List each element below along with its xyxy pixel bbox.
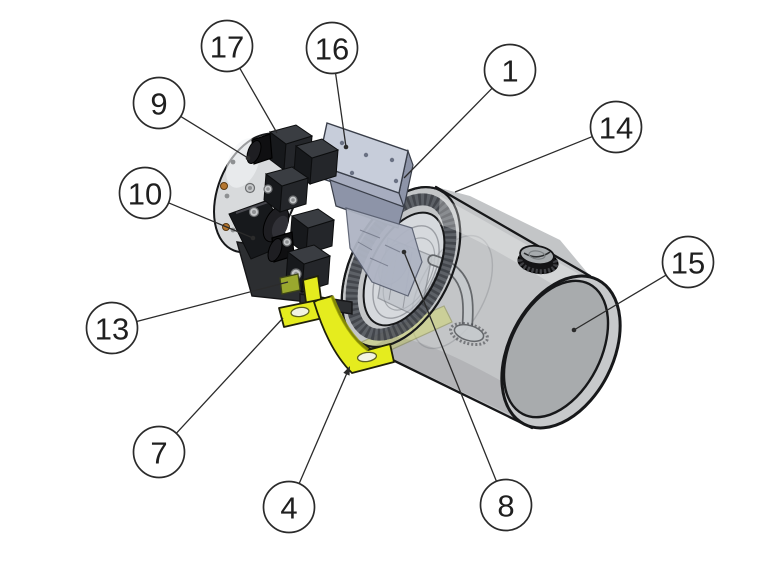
leader-dot-16 (343, 144, 349, 150)
brass-fitting (220, 182, 228, 190)
callout-number: 7 (150, 436, 167, 471)
callout-17: 17 (200, 19, 278, 134)
leader-line-8 (403, 251, 498, 482)
valve-coil (246, 133, 273, 165)
plate-bolt (363, 152, 369, 158)
start-solenoid-ring (271, 215, 289, 239)
leader-line-9 (180, 115, 249, 159)
filler-breather-cap (517, 244, 559, 275)
callout-balloon-1 (483, 43, 537, 97)
fittings-body (345, 207, 423, 297)
coil-face (267, 238, 283, 262)
hex-stud (252, 210, 256, 214)
callout-balloon-16 (305, 21, 359, 75)
callout-14: 14 (454, 100, 643, 193)
callout-balloon-14 (589, 100, 643, 154)
callout-balloon-7 (132, 425, 186, 479)
manifold-top-plate (317, 122, 414, 229)
return-flange-teeth (449, 321, 489, 347)
valve-top-face (294, 138, 340, 159)
clamp-ring-serration (345, 193, 457, 341)
valve-top-face (264, 166, 310, 187)
leader-arrowhead-4 (343, 366, 350, 376)
callout-number: 8 (497, 489, 514, 524)
end-cap-bolt (230, 159, 236, 165)
leader-line-4 (298, 371, 349, 484)
fittings-detail (357, 229, 401, 267)
callout-10: 10 (118, 166, 256, 241)
callout-balloon-15 (661, 235, 715, 289)
callout-number: 1 (501, 54, 518, 89)
solenoid-valve (293, 138, 340, 185)
callout-balloon-13 (85, 301, 139, 355)
coil-connector (279, 273, 301, 295)
leader-line-14 (454, 135, 593, 193)
callout-number: 4 (280, 491, 297, 526)
leader-line-17 (239, 67, 278, 134)
tank-top-edge (434, 185, 592, 278)
tank-highlight-top (438, 196, 586, 300)
reservoir-tank (340, 185, 622, 430)
tank-rear-face (502, 279, 610, 419)
valve-top-face (268, 124, 314, 145)
callout-4: 4 (262, 366, 350, 534)
filler-cap-ribs (517, 249, 559, 275)
leader-line-13 (136, 281, 289, 323)
leader-dot-10 (250, 235, 256, 241)
hex-stud (266, 187, 270, 191)
leader-dot-9 (245, 155, 251, 161)
filler-cap-slot (523, 251, 551, 258)
hex-stud (291, 198, 295, 202)
callout-1: 1 (403, 43, 537, 179)
callout-15: 15 (571, 235, 715, 333)
callout-number: 17 (210, 30, 244, 65)
valve-top-face (290, 208, 336, 229)
mounting-bracket (278, 275, 395, 374)
plate-bolt (389, 157, 395, 163)
valve-top-face (286, 244, 332, 265)
callout-7: 7 (132, 317, 284, 479)
callout-balloon-4 (262, 480, 316, 534)
callouts-layer: 9 17 16 1 14 10 15 13 7 4 8 (85, 19, 715, 534)
bracket-inner-shadow (330, 295, 370, 352)
leader-line-16 (334, 73, 347, 148)
leader-dot-15 (571, 327, 577, 333)
callout-13: 13 (85, 281, 289, 355)
return-flange (453, 323, 485, 343)
callout-8: 8 (401, 249, 533, 532)
hex-stud (248, 186, 252, 190)
callout-9: 9 (132, 76, 251, 161)
callout-number: 13 (95, 312, 129, 347)
leader-line-10 (168, 202, 254, 239)
callout-16: 16 (305, 21, 359, 150)
callout-number: 16 (315, 32, 349, 67)
filler-cap-top (519, 244, 555, 266)
hydraulic-power-unit-illustration (213, 122, 622, 430)
leader-line-1 (403, 87, 493, 179)
bracket-slot-hole (356, 351, 378, 363)
callout-balloon-9 (132, 76, 186, 130)
plate-bolt (349, 170, 355, 176)
filler-cap-ring (528, 250, 546, 260)
hex-stud (285, 240, 289, 244)
callout-number: 9 (150, 87, 167, 122)
callout-number: 15 (671, 246, 705, 281)
plate-bolt (393, 178, 399, 184)
leader-line-7 (175, 317, 284, 434)
callout-number: 14 (599, 111, 633, 146)
leader-dot-8 (401, 249, 407, 255)
callout-balloon-10 (118, 166, 172, 220)
plate-bolt (339, 140, 345, 146)
end-cap-bolt (224, 193, 230, 199)
callout-balloon-17 (200, 19, 254, 73)
callout-balloon-8 (479, 478, 533, 532)
leader-line-15 (573, 274, 667, 331)
solenoid-valve (263, 166, 310, 213)
bracket-slot-hole (290, 306, 310, 318)
coil-face (246, 140, 262, 164)
callout-number: 10 (128, 177, 162, 212)
